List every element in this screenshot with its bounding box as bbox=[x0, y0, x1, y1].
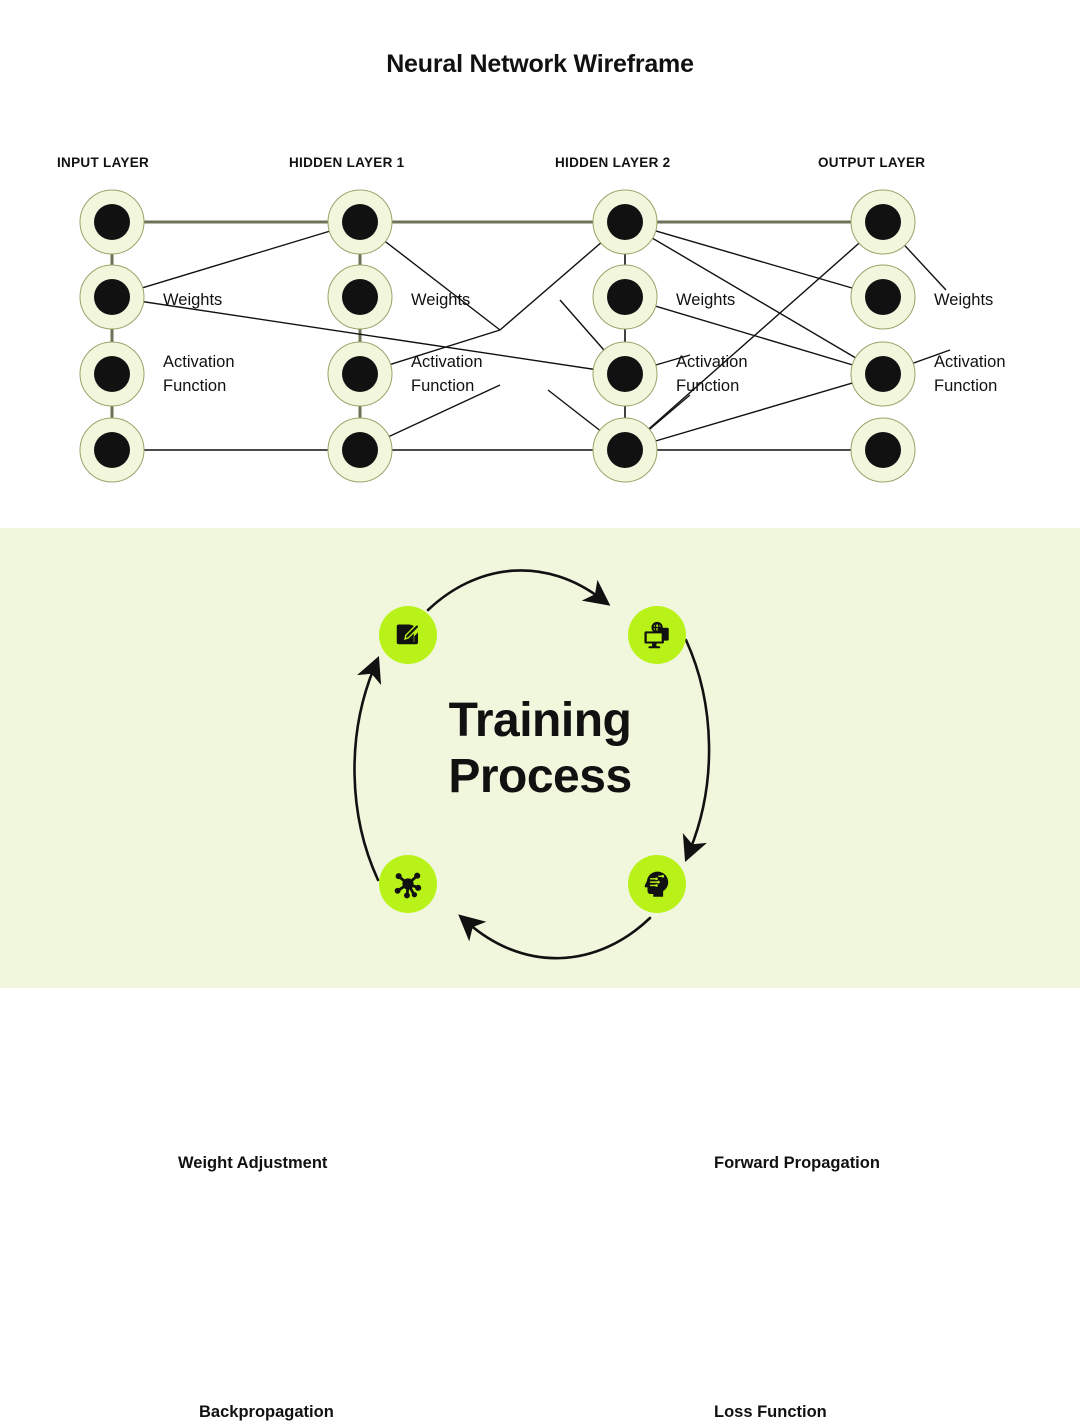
cycle-center-title: Training Process bbox=[340, 693, 740, 805]
annotation-weights-input: Weights bbox=[163, 291, 223, 309]
pencil-edit-glyph bbox=[396, 624, 420, 645]
network-graph bbox=[79, 189, 951, 483]
node-hidden1-3[interactable] bbox=[327, 341, 393, 407]
arc-forward-to-loss bbox=[682, 638, 711, 863]
annotation-weights-hidden1: Weights bbox=[411, 291, 471, 309]
annotation-weights-output: Weights bbox=[934, 291, 994, 309]
network-nodes-icon[interactable] bbox=[379, 855, 437, 913]
network-nodes-glyph bbox=[394, 872, 422, 899]
node-output-1[interactable] bbox=[850, 189, 916, 255]
node-input-1[interactable] bbox=[79, 189, 145, 255]
layer-label-hidden1: HIDDEN LAYER 1 bbox=[289, 155, 405, 170]
network-nodes bbox=[79, 189, 916, 483]
neural-network-section: Neural Network Wireframe INPUT LAYER HID… bbox=[0, 0, 1080, 528]
node-hidden2-1[interactable] bbox=[592, 189, 658, 255]
node-hidden2-4[interactable] bbox=[592, 417, 658, 483]
arc-loss-to-backprop bbox=[458, 914, 652, 960]
layer-label-hidden2: HIDDEN LAYER 2 bbox=[555, 155, 671, 170]
step-label-forward-propagation: Forward Propagation bbox=[714, 1154, 880, 1172]
network-edges bbox=[110, 220, 951, 451]
annotation-activation-line1: Activation bbox=[934, 353, 1006, 371]
training-cycle-graph bbox=[353, 569, 711, 960]
page-title: Neural Network Wireframe bbox=[386, 50, 694, 78]
node-input-4[interactable] bbox=[79, 417, 145, 483]
node-hidden2-2[interactable] bbox=[592, 264, 658, 330]
annotation-activation-line2: Function bbox=[934, 377, 998, 395]
node-hidden1-4[interactable] bbox=[327, 417, 393, 483]
layer-label-output: OUTPUT LAYER bbox=[818, 155, 926, 170]
node-hidden2-3[interactable] bbox=[592, 341, 658, 407]
node-input-2[interactable] bbox=[79, 264, 145, 330]
node-output-4[interactable] bbox=[850, 417, 916, 483]
monitor-globe-glyph bbox=[644, 621, 669, 649]
annotation-activation-line2: Function bbox=[411, 377, 475, 395]
node-output-3[interactable] bbox=[850, 341, 916, 407]
node-hidden1-1[interactable] bbox=[327, 189, 393, 255]
step-label-weight-adjustment: Weight Adjustment bbox=[178, 1154, 328, 1172]
annotation-activation-line2: Function bbox=[676, 377, 740, 395]
center-title-line2: Process bbox=[448, 750, 632, 803]
annotation-activation-line1: Activation bbox=[676, 353, 748, 371]
step-label-loss-function: Loss Function bbox=[714, 1403, 827, 1421]
annotation-activation-line1: Activation bbox=[411, 353, 483, 371]
ai-head-circuit-glyph bbox=[644, 871, 669, 897]
center-title-line1: Training bbox=[448, 694, 632, 747]
node-input-3[interactable] bbox=[79, 341, 145, 407]
arc-backprop-to-weight bbox=[353, 655, 382, 882]
annotation-activation-line1: Activation bbox=[163, 353, 235, 371]
step-label-backpropagation: Backpropagation bbox=[199, 1403, 334, 1421]
ai-head-circuit-icon[interactable] bbox=[628, 855, 686, 913]
arc-weight-to-forward bbox=[426, 569, 611, 612]
monitor-globe-icon[interactable] bbox=[628, 606, 686, 664]
pencil-edit-icon[interactable] bbox=[379, 606, 437, 664]
annotation-activation-line2: Function bbox=[163, 377, 227, 395]
training-process-section: Training Process Weight Adjustment Forwa… bbox=[0, 528, 1080, 1421]
layer-label-input: INPUT LAYER bbox=[57, 155, 150, 170]
annotation-weights-hidden2: Weights bbox=[676, 291, 736, 309]
node-hidden1-2[interactable] bbox=[327, 264, 393, 330]
node-output-2[interactable] bbox=[850, 264, 916, 330]
